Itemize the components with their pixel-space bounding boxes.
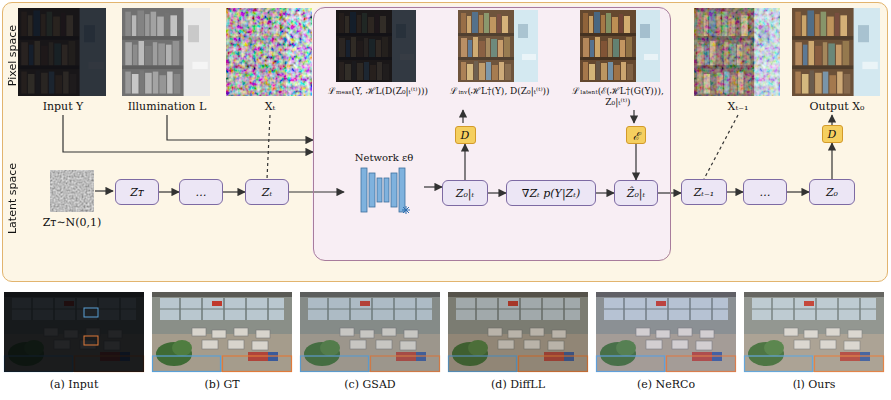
node-text: Pixel space: [6, 25, 19, 86]
dashed-link: [704, 115, 738, 179]
figure-caption: (l) Ours: [744, 378, 884, 391]
latent-box: …: [743, 179, 787, 205]
figure-caption: (e) NeRCo: [596, 378, 736, 391]
flow-arrow: [63, 115, 313, 152]
node-text: Z₀|ₜ: [456, 187, 474, 200]
flow-arrow: [464, 144, 465, 180]
figure-caption: (a) Input: [4, 378, 144, 391]
image-panel: Output X₀: [793, 9, 881, 115]
latent-box: Zₜ₋₁: [681, 179, 727, 205]
node-text: D: [828, 128, 837, 141]
image-panel: Xₜ: [227, 9, 313, 115]
latent-box: ∇Zₜ p(Y|Zₜ): [506, 180, 596, 206]
node-text: ∇Zₜ p(Y|Zₜ): [522, 187, 580, 200]
node-text: Xₜ: [227, 100, 313, 113]
node-text: D: [461, 129, 470, 142]
figure-caption: (d) DiffLL: [448, 378, 588, 391]
flow-arrow: [289, 191, 344, 192]
flow-arrow: [167, 115, 313, 140]
space-panel: Pixel spaceLatent space Input Y Illuminati…: [2, 2, 888, 282]
latent-box: Zᴛ: [115, 179, 159, 205]
node-text: Output X₀: [793, 100, 881, 113]
dashed-link: [267, 115, 270, 179]
flow-arrow: [424, 186, 442, 187]
node-text: Xₜ₋₁: [695, 100, 781, 113]
node-text: ℒₗₐₜₑₙₜ(ℰ(ℋL†(G(Y))), Z₀|ₜ⁽ᵗ⁾): [566, 86, 670, 108]
flow-arrow: [831, 143, 832, 179]
node-text: …: [196, 186, 207, 199]
image-panel: Input Y: [19, 9, 107, 115]
node-text: Latent space: [6, 163, 19, 234]
latent-box: Zₜ: [245, 179, 289, 205]
flow-arrow: [635, 144, 636, 180]
node-text: Illumination L: [123, 100, 211, 113]
flow-arrow: [596, 192, 614, 193]
node-text: ℒₘₑₐₛ(Y, ℋL(D(Z₀|ₜ⁽ᵗ⁾))): [322, 86, 434, 97]
node-text: Zₜ₋₁: [694, 186, 715, 199]
codec-tag: ℰ: [626, 126, 646, 144]
node-text: Zₜ: [262, 186, 272, 199]
node-text: Network εθ: [344, 152, 424, 163]
figure-caption: (c) GSAD: [300, 378, 440, 391]
codec-tag: D: [455, 126, 476, 144]
flow-arrow: [787, 191, 809, 192]
flow-arrow: [488, 192, 506, 193]
figure-caption: (b) GT: [152, 378, 292, 391]
flow-arrow: [159, 191, 179, 192]
node-text: Z₀: [826, 186, 838, 199]
step-group: ℒₘₑₐₛ(Y, ℋL(D(Z₀|ₜ⁽ᵗ⁾))) ℒᵢₙᵥ(ℋL†(Y), D(Z…: [313, 7, 671, 261]
codec-tag: D: [822, 125, 843, 143]
image-panel: Xₜ₋₁: [695, 9, 781, 115]
node-text: ℰ: [633, 128, 640, 143]
latent-box: Z₀|ₜ: [442, 180, 488, 206]
flow-arrow: [658, 192, 681, 193]
latent-box: Network εθ: [344, 152, 424, 222]
noise-label: Zᴛ∼N(0,1): [22, 216, 122, 229]
flow-arrow: [727, 191, 743, 192]
latent-box: Z₀: [809, 179, 855, 205]
flow-arrow: [223, 191, 245, 192]
node-text: …: [760, 186, 771, 199]
latent-box: Ẑ₀|ₜ: [614, 180, 658, 206]
latent-box: …: [179, 179, 223, 205]
image-panel: Illumination L: [123, 9, 211, 115]
node-text: Input Y: [19, 100, 107, 113]
node-text: Ẑ₀|ₜ: [627, 187, 645, 200]
flow-arrow: [831, 115, 832, 125]
node-text: Zᴛ: [130, 186, 144, 199]
node-text: ℒᵢₙᵥ(ℋL†(Y), D(Z₀|ₜ⁽ᵗ⁾)): [444, 86, 556, 97]
